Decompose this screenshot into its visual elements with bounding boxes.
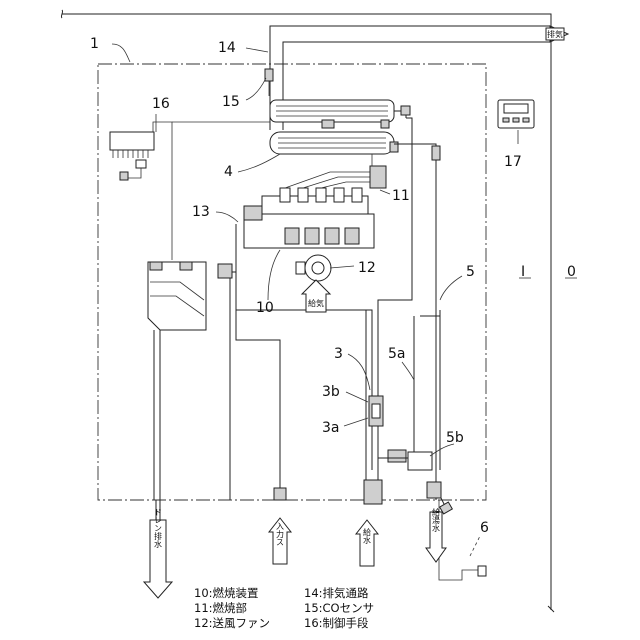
hot-water-label: 給湯水 [432, 507, 441, 532]
combustion-device [244, 214, 374, 248]
label-4: 4 [224, 164, 233, 180]
label-14: 14 [218, 40, 236, 56]
hot-water-outlet [439, 498, 486, 580]
water-supply-label: 給水 [363, 527, 372, 544]
label-17: 17 [504, 154, 522, 170]
inlet-arrow: 入力ス [269, 518, 291, 564]
legend-right-3: 16:制御手段 [304, 616, 369, 630]
exhaust-label-box: 排気 [546, 28, 564, 40]
flow-sensor [369, 396, 383, 426]
legend: 10:燃焼装置 11:燃焼部 12:送風ファン 14:排気通路 15:COセンサ… [194, 586, 374, 630]
label-5: 5 [466, 264, 475, 280]
label-1: 1 [90, 36, 99, 52]
label-3b: 3b [322, 384, 340, 400]
label-5b: 5b [446, 430, 464, 446]
label-15: 15 [222, 94, 240, 110]
label-12: 12 [358, 260, 376, 276]
drain-outlet-arrow: ドレン排水 [144, 508, 172, 598]
intake-arrow: 給気 [302, 280, 330, 312]
inlet-label: 入力ス [276, 522, 285, 546]
label-13: 13 [192, 204, 210, 220]
label-10: 10 [256, 300, 274, 316]
label-0: 0 [567, 264, 576, 280]
control-signal-line [153, 122, 172, 260]
legend-left-2: 11:燃焼部 [194, 601, 247, 615]
legend-left-1: 10:燃焼装置 [194, 586, 259, 600]
legend-left-3: 12:送風ファン [194, 616, 270, 630]
label-3: 3 [334, 346, 343, 362]
blower-fan [296, 255, 331, 281]
secondary-heat-exchanger [270, 132, 398, 154]
label-I: I [521, 264, 525, 280]
co-sensor [265, 69, 273, 96]
label-16: 16 [152, 96, 170, 112]
hot-water-arrow: 給湯水 [426, 507, 446, 562]
label-5a: 5a [388, 346, 406, 362]
water-supply-arrow: 給水 [356, 520, 378, 566]
label-6: 6 [480, 520, 489, 536]
legend-right-2: 15:COセンサ [304, 601, 374, 615]
drain-label: ドレン排水 [154, 508, 163, 548]
drain-neutralizer [148, 262, 206, 500]
exhaust-label: 排気 [547, 29, 563, 39]
legend-right-1: 14:排気通路 [304, 586, 369, 600]
label-3a: 3a [322, 420, 340, 436]
remote-controller [498, 100, 534, 128]
label-11: 11 [392, 188, 410, 204]
control-unit [110, 132, 154, 180]
mixing-valve [378, 450, 432, 470]
primary-heat-exchanger [270, 100, 410, 128]
intake-label: 給気 [308, 298, 324, 308]
